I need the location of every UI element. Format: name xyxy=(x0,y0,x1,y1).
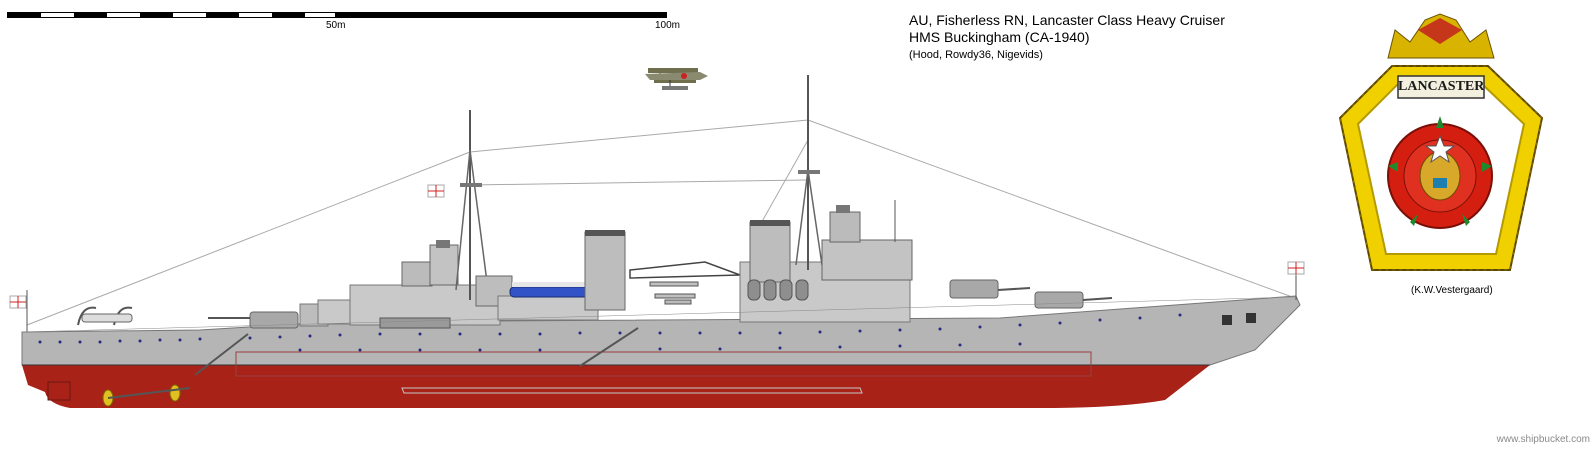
scale-label-100m: 100m xyxy=(655,20,681,31)
hull-upper xyxy=(21,295,1301,366)
ship-name-title: HMS Buckingham (CA-1940) xyxy=(909,29,1090,45)
watermark: www.shipbucket.com xyxy=(1496,434,1590,445)
crest-credit: (K.W.Vestergaard) xyxy=(1411,285,1493,296)
seaplane-on-catapult xyxy=(649,281,699,305)
ship-crest xyxy=(1338,13,1544,271)
stern-running-gear xyxy=(47,381,191,407)
aft-turret xyxy=(249,311,299,329)
aft-funnel xyxy=(584,231,626,311)
ship-class-title: AU, Fisherless RN, Lancaster Class Heavy… xyxy=(909,12,1225,28)
artist-credits: (Hood, Rowdy36, Nigevids) xyxy=(909,49,1043,61)
seaplane-flying xyxy=(645,68,708,90)
forward-funnel xyxy=(749,221,791,283)
forward-turret-a xyxy=(1034,291,1084,309)
launch-boat xyxy=(509,286,593,298)
scale-label-50m: 50m xyxy=(326,20,346,31)
forward-turret-b xyxy=(949,279,999,299)
scale-bar xyxy=(7,12,667,18)
crest-nameplate: LANCASTER xyxy=(1398,79,1485,94)
